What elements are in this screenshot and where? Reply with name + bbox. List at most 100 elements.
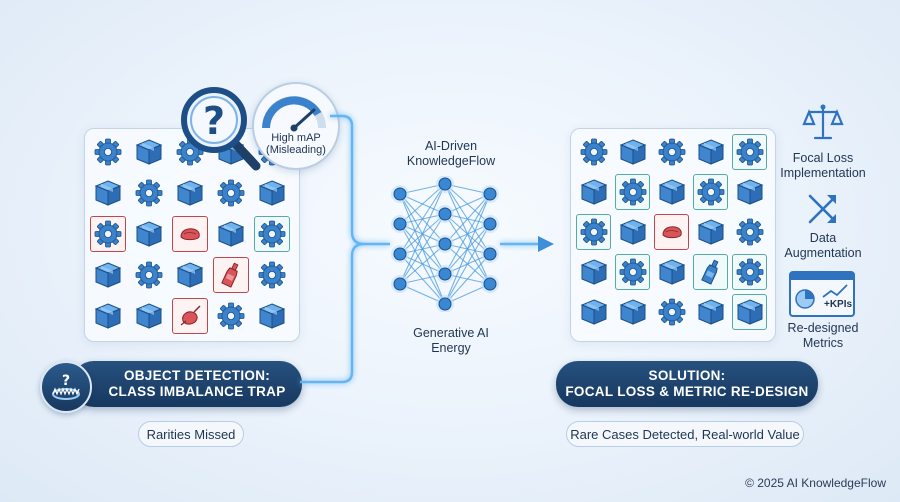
box-icon xyxy=(618,297,648,327)
scales-icon xyxy=(802,104,844,140)
gear-icon xyxy=(579,137,609,167)
box-icon xyxy=(696,297,726,327)
right-cell-box xyxy=(654,254,689,290)
left-tag: Rarities Missed xyxy=(138,421,244,447)
right-object-grid xyxy=(576,134,767,330)
left-title-pill: OBJECT DETECTION: CLASS IMBALANCE TRAP xyxy=(72,361,302,407)
right-cell-box xyxy=(576,294,611,330)
right-cell-gear xyxy=(693,174,728,210)
nn-edge xyxy=(399,183,446,285)
gear-icon xyxy=(618,257,648,287)
gear-icon xyxy=(735,137,765,167)
right-cell-box xyxy=(732,174,767,210)
right-cell-box xyxy=(615,294,650,330)
trap-icon: ? xyxy=(40,361,92,413)
right-cell-rare xyxy=(654,214,689,250)
right-cell-box xyxy=(615,214,650,250)
right-cell-box xyxy=(693,214,728,250)
nn-edge xyxy=(444,193,491,275)
gear-icon xyxy=(579,217,609,247)
nn-edge xyxy=(399,213,446,285)
nn-edge xyxy=(399,243,446,285)
nn-node xyxy=(393,277,407,291)
nn-node xyxy=(438,297,452,311)
right-cell-gear xyxy=(654,294,689,330)
nn-node xyxy=(438,267,452,281)
nn-node xyxy=(438,237,452,251)
nn-node xyxy=(438,177,452,191)
box-icon xyxy=(579,297,609,327)
box-icon xyxy=(579,257,609,287)
nn-node xyxy=(483,217,497,231)
left-cell-gear xyxy=(254,216,290,252)
box-icon xyxy=(735,177,765,207)
right-cell-box xyxy=(732,294,767,330)
box-icon xyxy=(618,137,648,167)
nn-node xyxy=(393,247,407,261)
box-icon xyxy=(657,177,687,207)
right-cell-box xyxy=(654,174,689,210)
left-cell-gear xyxy=(90,216,126,252)
right-cell-gear xyxy=(732,134,767,170)
footer-copyright: © 2025 AI KnowledgeFlow xyxy=(745,476,886,490)
bottle-icon xyxy=(696,257,726,287)
right-tag: Rare Cases Detected, Real-world Value xyxy=(566,421,804,447)
right-cell-gear xyxy=(576,134,611,170)
right-cell-box xyxy=(576,174,611,210)
right-cell-gear xyxy=(732,214,767,250)
box-icon xyxy=(579,177,609,207)
nn-edge xyxy=(399,183,446,255)
svg-text:?: ? xyxy=(62,373,70,389)
left-object-grid xyxy=(90,134,290,334)
gauge-icon xyxy=(262,96,326,132)
right-cell-box xyxy=(693,294,728,330)
right-cell-bottle xyxy=(693,254,728,290)
svg-text:?: ? xyxy=(203,99,225,143)
rare-object-icon xyxy=(657,217,687,247)
nn-node xyxy=(393,187,407,201)
left-cell-rare2 xyxy=(172,298,208,334)
nn-edge xyxy=(444,253,491,305)
dashboard-icon: +KPIs xyxy=(789,271,855,317)
nn-edge xyxy=(444,193,491,245)
nn-node xyxy=(483,247,497,261)
nn-node xyxy=(483,277,497,291)
box-icon xyxy=(657,257,687,287)
box-icon xyxy=(696,137,726,167)
left-cell-rare xyxy=(172,216,208,252)
gear-icon xyxy=(696,177,726,207)
right-cell-gear xyxy=(576,214,611,250)
right-cell-gear xyxy=(615,254,650,290)
right-cell-box xyxy=(576,254,611,290)
gauge-label: High mAP (Misleading) xyxy=(266,132,326,156)
right-title-pill: SOLUTION: FOCAL LOSS & METRIC RE-DESIGN xyxy=(556,361,818,407)
right-cell-box xyxy=(615,134,650,170)
gauge-badge: High mAP (Misleading) xyxy=(252,82,340,170)
box-icon xyxy=(618,217,648,247)
gear-icon xyxy=(657,137,687,167)
right-cell-box xyxy=(693,134,728,170)
nn-edge xyxy=(444,223,491,305)
gear-icon xyxy=(735,217,765,247)
nn-edge xyxy=(444,193,491,305)
right-cell-gear xyxy=(732,254,767,290)
nn-node xyxy=(393,217,407,231)
gear-icon xyxy=(657,297,687,327)
nn-node xyxy=(483,187,497,201)
nn-node xyxy=(438,207,452,221)
right-cell-gear xyxy=(615,174,650,210)
gear-icon xyxy=(618,177,648,207)
left-cell-bottle xyxy=(213,257,249,293)
cross-arrows-icon xyxy=(808,194,836,224)
neural-network-icon xyxy=(391,176,499,312)
magnifier-icon: ? xyxy=(181,87,261,171)
box-icon xyxy=(735,297,765,327)
right-cell-gear xyxy=(654,134,689,170)
box-icon xyxy=(696,217,726,247)
nn-edge xyxy=(399,183,446,225)
